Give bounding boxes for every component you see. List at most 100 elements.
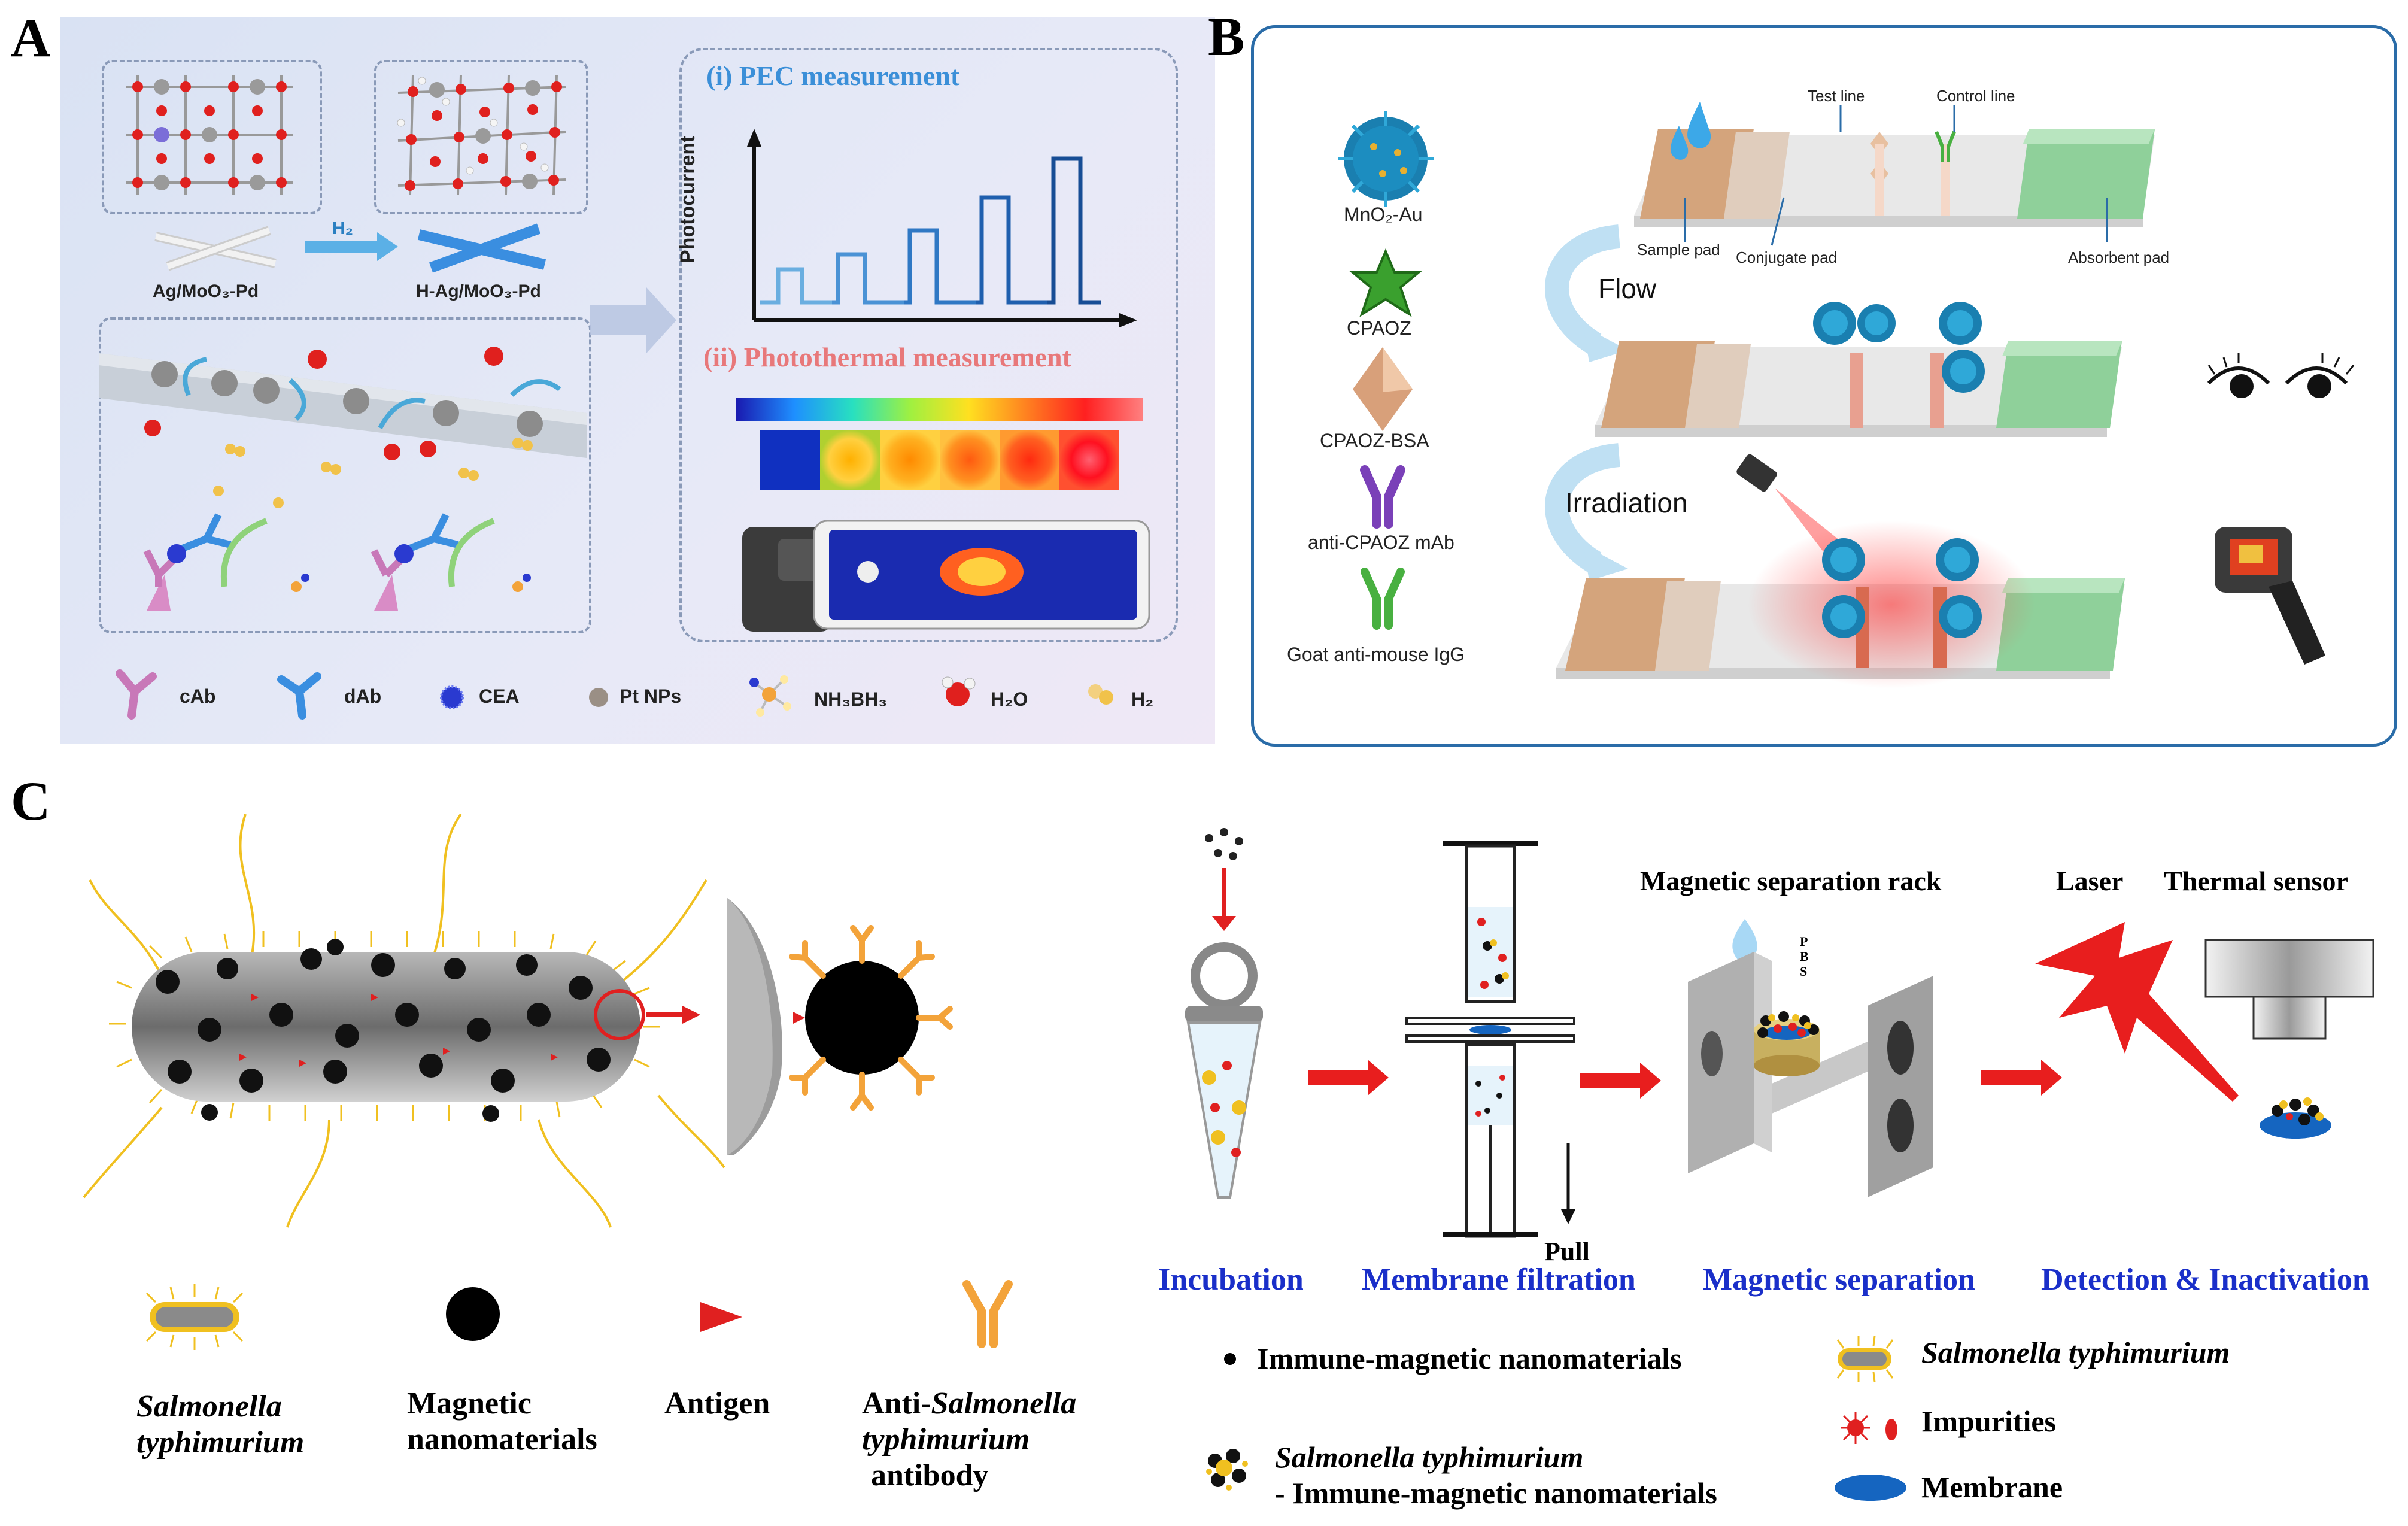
cpaoz-bsa-icon — [1353, 347, 1413, 431]
pull-label: Pull — [1544, 1237, 1590, 1266]
ag-moo3-crystal-structure — [126, 75, 293, 195]
h2-legend-label: H₂ — [1131, 688, 1154, 710]
photothermal-measurement-title: (ii) Photothermal measurement — [703, 342, 1071, 372]
magnetic-nanoparticle-zoom-illustration — [727, 898, 953, 1155]
h-ag-moo3-pd-label: H-Ag/MoO₃-Pd — [416, 281, 541, 301]
cea-legend-icon — [440, 685, 464, 709]
dab-legend-icon — [277, 672, 321, 720]
cpaoz-legend-label: CPAOZ — [1347, 317, 1411, 339]
h2o-legend-icon — [942, 676, 976, 706]
salmonella-bacterium-illustration — [83, 813, 725, 1228]
legend-impurities: Impurities — [1921, 1404, 2056, 1438]
legend-magnetic-line2: nanomaterials — [407, 1422, 597, 1457]
strip-label-leader-lines — [1684, 105, 2108, 246]
antigen-legend-icon — [700, 1302, 742, 1332]
legend-immune-magnetic: Immune-magnetic nanomaterials — [1257, 1342, 1682, 1375]
conjugate-pad-label: Conjugate pad — [1736, 248, 1838, 266]
test-line-label: Test line — [1808, 87, 1865, 105]
nanowire-reaction-scene — [99, 347, 587, 611]
panel-b-letter: B — [1208, 6, 1245, 67]
pbs-letter-b: B — [1800, 949, 1809, 964]
nh3bh3-legend-label: NH₃BH₃ — [814, 688, 888, 710]
pbs-letter-p: P — [1800, 934, 1808, 949]
ag-moo3-pd-label: Ag/MoO₃-Pd — [153, 281, 259, 301]
laser-label: Laser — [2056, 866, 2124, 896]
step-membrane-filtration-label: Membrane filtration — [1362, 1263, 1636, 1297]
complex-legend-icon — [1206, 1449, 1248, 1491]
step-magnetic-separation-label: Magnetic separation — [1703, 1263, 1975, 1297]
legend-anti-line2: typhimurium — [862, 1422, 1030, 1457]
legend-anti-line1: Anti-Salmonella — [862, 1386, 1076, 1421]
thermal-color-scale-bar — [736, 398, 1143, 421]
laser-bolt-illustration — [2035, 922, 2239, 1102]
anti-cpaoz-mab-icon — [1360, 465, 1405, 529]
photocurrent-axis-label: Photocurrent — [676, 135, 699, 263]
pt-nps-legend-icon — [589, 688, 608, 707]
irradiation-step-label: Irradiation — [1565, 487, 1688, 518]
detection-sample-on-membrane — [2260, 1097, 2331, 1139]
pec-measurement-title: (i) PEC measurement — [706, 60, 960, 91]
thermal-camera-device-icon — [2215, 527, 2325, 665]
immune-magnetic-legend-icon — [1224, 1353, 1236, 1365]
eyes-visual-readout-icon — [2207, 353, 2355, 398]
magnetic-separation-rack-label: Magnetic separation rack — [1640, 866, 1942, 896]
thermal-image-strip — [760, 430, 1119, 490]
reaction-scheme-box — [99, 317, 591, 633]
legend-salmonella-line1: Salmonella — [136, 1390, 282, 1424]
pt-nps-legend-label: Pt NPs — [620, 685, 682, 707]
arrow-incubation-to-filtration — [1308, 1060, 1389, 1096]
lateral-flow-strip-1 — [1634, 102, 2155, 227]
mno2-au-nanoparticle-icon — [1338, 111, 1434, 207]
cpaoz-bsa-legend-label: CPAOZ-BSA — [1320, 430, 1429, 451]
h-ag-moo3-nanowire-icon — [417, 223, 546, 273]
panel-c-letter: C — [11, 770, 51, 832]
step-incubation-label: Incubation — [1158, 1263, 1304, 1297]
h-ag-moo3-crystal-box — [374, 60, 588, 214]
salmonella-small-legend-icon — [1836, 1336, 1894, 1382]
legend-anti-prefix: Anti- — [862, 1387, 931, 1421]
legend-complex-line1: Salmonella typhimurium — [1275, 1440, 1584, 1474]
impurities-legend-icon — [1841, 1412, 1897, 1444]
goat-anti-mouse-igg-legend-label: Goat anti-mouse IgG — [1287, 644, 1465, 665]
legend-magnetic-line1: Magnetic — [407, 1387, 532, 1421]
h2o-legend-label: H₂O — [991, 688, 1028, 710]
membrane-legend-icon — [1835, 1475, 1906, 1501]
pbs-letter-s: S — [1800, 964, 1808, 979]
mno2-au-legend-label: MnO₂-Au — [1344, 204, 1423, 225]
legend-complex-line2: - Immune-magnetic nanomaterials — [1275, 1476, 1717, 1510]
cea-legend-label: CEA — [479, 685, 520, 707]
control-line-label: Control line — [1936, 87, 2015, 105]
cab-legend-icon — [116, 669, 157, 720]
h2-arrow — [305, 232, 398, 261]
salmonella-legend-icon — [145, 1284, 244, 1350]
cab-legend-label: cAb — [180, 685, 216, 707]
lateral-flow-strip-3 — [1556, 521, 2125, 688]
legend-antigen: Antigen — [664, 1387, 770, 1421]
h2-arrow-label: H₂ — [332, 219, 353, 238]
legend-salmonella-typhimurium: Salmonella typhimurium — [1921, 1336, 2230, 1369]
incubation-tube-illustration — [1185, 828, 1263, 1199]
ag-moo3-nanowire-icon — [154, 226, 277, 271]
legend-membrane: Membrane — [1921, 1470, 2063, 1504]
arrow-filtration-to-separation — [1580, 1063, 1661, 1099]
step-detection-inactivation-label: Detection & Inactivation — [2041, 1263, 2370, 1297]
lateral-flow-strip-2 — [1595, 302, 2122, 437]
membrane-filtration-syringe — [1405, 841, 1575, 1238]
legend-salmonella-line2: typhimurium — [136, 1425, 305, 1460]
nh3bh3-legend-icon — [749, 675, 791, 717]
absorbent-pad-label: Absorbent pad — [2068, 248, 2170, 266]
antibody-legend-icon — [962, 1280, 1013, 1348]
panel-a-flow-arrow — [590, 287, 676, 353]
h-ag-moo3-crystal-structure — [397, 74, 566, 195]
thermal-sensor-label: Thermal sensor — [2164, 866, 2348, 896]
pec-photocurrent-plot — [747, 129, 1137, 327]
dab-legend-label: dAb — [344, 685, 382, 707]
h2-legend-icon — [1088, 684, 1113, 705]
irradiation-curved-arrow — [1545, 443, 1628, 581]
ag-moo3-crystal-box — [102, 60, 322, 214]
thermal-sensor-device — [2204, 939, 2374, 1040]
goat-anti-mouse-igg-icon — [1361, 568, 1405, 630]
arrow-separation-to-detection — [1981, 1060, 2062, 1096]
magnetic-separation-rack-illustration — [1688, 919, 1933, 1197]
legend-anti-salmonella: Salmonella — [931, 1387, 1077, 1421]
